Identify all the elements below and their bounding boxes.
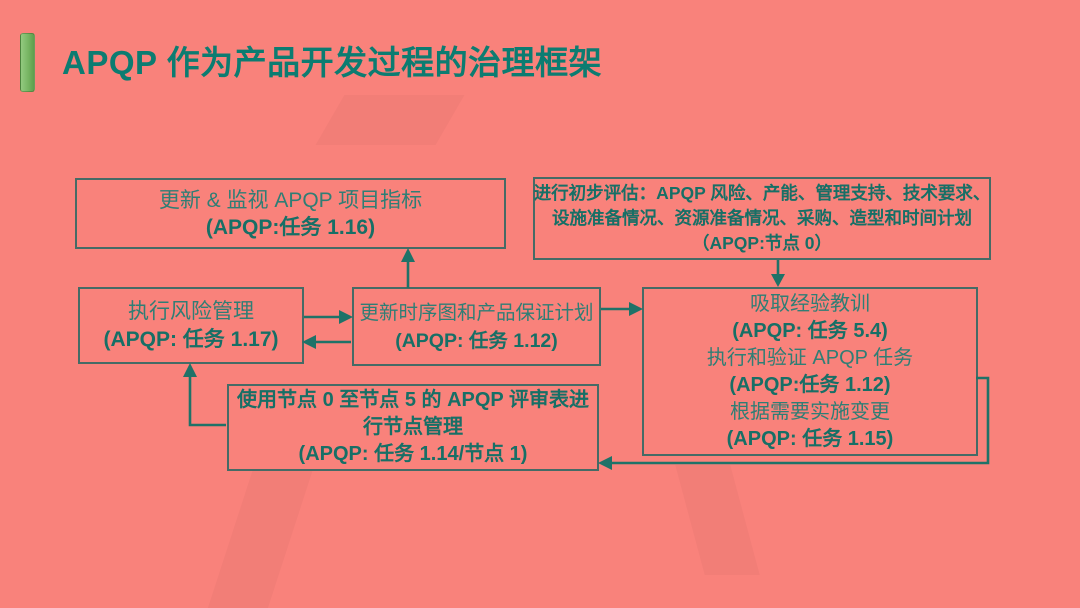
- box-task-text: (APQP: 任务 5.4): [732, 319, 888, 342]
- box-title-text: 使用节点 0 至节点 5 的 APQP 评审表进: [237, 389, 589, 411]
- box-task-text: (APQP:任务 1.12): [729, 373, 891, 396]
- arrowhead-right-icon: [629, 302, 643, 316]
- arrowhead-left-icon: [302, 335, 316, 349]
- flowchart-box-update-timing-plan: 更新时序图和产品保证计划 (APQP: 任务 1.12): [352, 287, 601, 366]
- flowchart-box-risk-management: 执行风险管理 (APQP: 任务 1.17): [78, 287, 304, 364]
- box-title-text: 设施准备情况、资源准备情况、采购、造型和时间计划: [552, 208, 972, 228]
- box-title-text: 更新时序图和产品保证计划: [359, 301, 594, 324]
- box-title-text: 根据需要实施变更: [730, 400, 890, 423]
- flowchart-box-lessons-learned: 吸取经验教训 (APQP: 任务 5.4) 执行和验证 APQP 任务 (APQ…: [642, 287, 978, 456]
- arrowhead-up-icon: [401, 248, 415, 262]
- box-title-text: 更新 & 监视 APQP 项目指标: [158, 188, 423, 212]
- box-task-text: (APQP: 任务 1.12): [395, 329, 558, 352]
- watermark-shape: [315, 95, 465, 145]
- box-title-text: 吸取经验教训: [750, 292, 870, 315]
- flowchart-box-update-metrics: 更新 & 监视 APQP 项目指标 (APQP:任务 1.16): [75, 178, 506, 249]
- connector-gate-to-risk: [183, 363, 226, 427]
- box-task-text: (APQP:任务 1.16): [205, 215, 376, 239]
- flowchart-box-gate-management: 使用节点 0 至节点 5 的 APQP 评审表进 行节点管理 (APQP: 任务…: [227, 384, 599, 471]
- box-title-text: 行节点管理: [363, 416, 463, 438]
- arrowhead-right-icon: [339, 310, 353, 324]
- page-title: APQP 作为产品开发过程的治理框架: [62, 44, 603, 81]
- box-title-text: 执行和验证 APQP 任务: [706, 346, 914, 369]
- box-task-text: （APQP:节点 0）: [691, 233, 833, 253]
- box-task-text: (APQP: 任务 1.14/节点 1): [298, 443, 528, 465]
- connector-timingplan-to-metrics: [401, 248, 415, 288]
- watermark-shape: [675, 465, 760, 575]
- connector-risk-to-timingplan: [304, 310, 353, 324]
- watermark-shape: [207, 470, 313, 608]
- arrowhead-down-icon: [771, 274, 785, 287]
- connector-timingplan-to-lessons: [601, 302, 643, 316]
- arrowhead-up-icon: [183, 363, 197, 377]
- box-task-text: (APQP: 任务 1.17): [103, 327, 279, 351]
- box-task-text: (APQP: 任务 1.15): [726, 427, 894, 450]
- title-accent-bar: [20, 33, 35, 92]
- connector-timingplan-to-risk: [302, 335, 351, 349]
- box-title-text: 执行风险管理: [128, 299, 254, 323]
- arrowhead-left-icon: [598, 456, 612, 470]
- flowchart-box-initial-assessment: 进行初步评估：APQP 风险、产能、管理支持、技术要求、 设施准备情况、资源准备…: [533, 177, 991, 260]
- connector-assessment-to-lessons: [771, 260, 785, 287]
- box-title-text: 进行初步评估：APQP 风险、产能、管理支持、技术要求、: [533, 183, 991, 203]
